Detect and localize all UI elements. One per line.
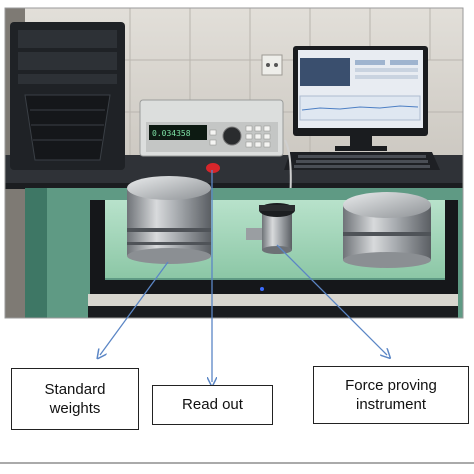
wall-socket <box>261 54 283 76</box>
force-proving-instrument <box>246 203 295 254</box>
arrow-force-proving <box>276 244 387 355</box>
bench-base <box>88 306 458 318</box>
callout-arrows <box>100 170 387 382</box>
socket-hole <box>266 63 270 67</box>
readout-instrument: 0.034358 <box>139 99 284 157</box>
photo-region: 0.034358 <box>4 7 464 319</box>
readout-knob <box>222 126 242 146</box>
standard-weight-right <box>343 192 431 268</box>
standard-weight-left <box>127 176 211 264</box>
red-indicator <box>206 163 220 173</box>
label-standard-weights: Standard weights <box>11 368 139 430</box>
label-read-out-text: Read out <box>182 396 243 414</box>
bench-leg <box>25 188 47 318</box>
photo-border <box>4 7 464 319</box>
bench-frame-edge <box>90 200 458 296</box>
label-force-proving-text: Force proving instrument <box>345 376 437 414</box>
desk-edge <box>5 183 463 189</box>
label-standard-weights-text: Standard weights <box>44 380 106 418</box>
arrow-standard-weights <box>100 261 169 355</box>
bench-bottom-bar <box>88 294 458 306</box>
monitor <box>293 46 428 151</box>
label-force-proving-instrument: Force proving instrument <box>313 366 469 424</box>
keyboard <box>284 152 440 170</box>
pc-tower <box>10 22 125 170</box>
socket-hole <box>274 63 278 67</box>
readout-display <box>149 125 207 140</box>
readout-value: 0.034358 <box>152 129 191 138</box>
blue-led <box>260 287 264 291</box>
label-read-out: Read out <box>152 385 273 425</box>
